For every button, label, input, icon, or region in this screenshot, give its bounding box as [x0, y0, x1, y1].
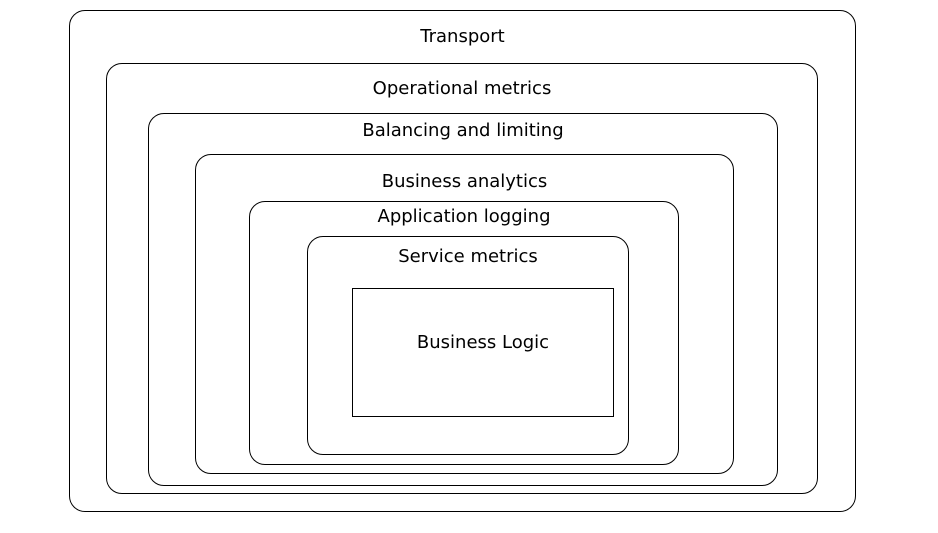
layer-business-logic-label: Business Logic: [416, 332, 550, 353]
layer-application-logging: Application logging: [249, 201, 679, 465]
layer-business-analytics-label: Business analytics: [381, 171, 548, 192]
layer-service-metrics-label: Service metrics: [398, 246, 538, 267]
layer-service-metrics: Service metrics: [307, 236, 629, 455]
layer-balancing-and-limiting: Balancing and limiting: [148, 113, 778, 486]
layer-business-analytics: Business analytics: [195, 154, 734, 474]
layer-transport: Transport: [69, 10, 856, 512]
layer-application-logging-label: Application logging: [377, 206, 551, 227]
layer-transport-label: Transport: [420, 26, 505, 47]
layer-business-logic: Business Logic: [352, 288, 614, 417]
layer-operational-metrics: Operational metrics: [106, 63, 818, 494]
layer-operational-metrics-label: Operational metrics: [372, 78, 552, 99]
layer-balancing-and-limiting-label: Balancing and limiting: [362, 120, 564, 141]
